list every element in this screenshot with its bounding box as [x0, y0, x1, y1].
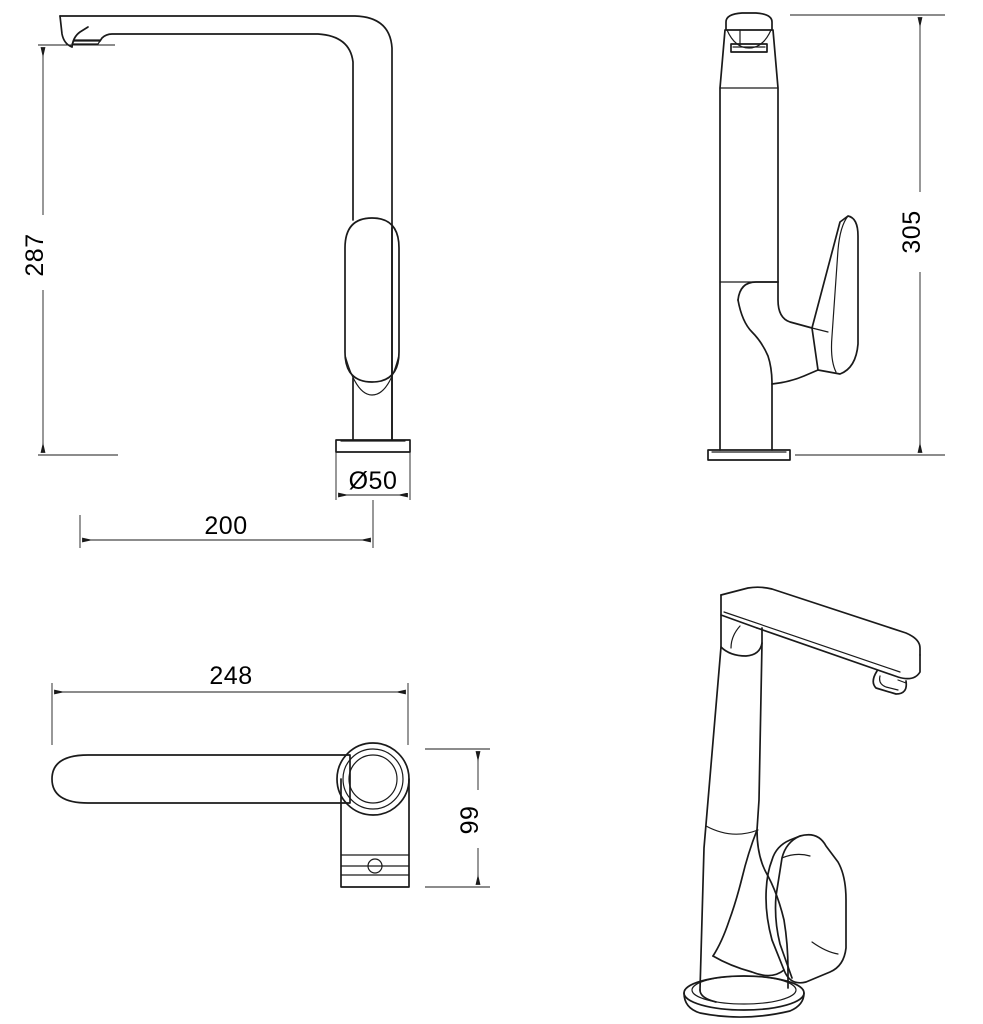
dimension-248: 248 [51, 662, 409, 745]
dimension-305: 305 [790, 14, 945, 456]
dimension-200: 200 [79, 500, 374, 548]
front-elevation-view [707, 12, 859, 461]
dimension-diameter-50-label: Ø50 [349, 467, 398, 495]
top-plan-view [51, 742, 410, 888]
dimension-99: 99 [425, 748, 490, 888]
dimension-305-label: 305 [898, 210, 926, 253]
side-elevation-view [59, 15, 411, 453]
dimension-diameter-50: Ø50 [335, 452, 411, 500]
dimension-248-label: 248 [209, 662, 252, 690]
dimension-287-label: 287 [21, 233, 49, 276]
isometric-perspective-view [683, 586, 921, 1018]
dimension-287: 287 [20, 44, 118, 456]
dimension-99-label: 99 [456, 806, 484, 835]
dimension-200-label: 200 [204, 512, 247, 540]
